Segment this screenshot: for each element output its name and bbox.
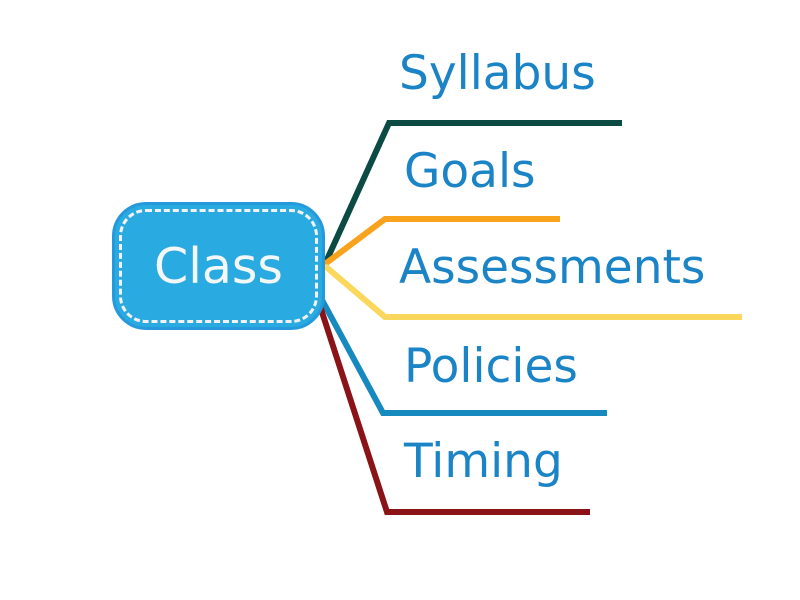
root-node-class[interactable]: Class	[112, 202, 325, 330]
branch-line-policies[interactable]	[319, 298, 607, 416]
branch-line-syllabus[interactable]	[322, 120, 622, 266]
root-node-label: Class	[154, 237, 283, 295]
branch-label-syllabus[interactable]: Syllabus	[399, 46, 596, 101]
branch-label-assessments[interactable]: Assessments	[399, 240, 706, 295]
branch-label-policies[interactable]: Policies	[404, 339, 578, 394]
branch-line-assessments[interactable]	[323, 263, 742, 320]
branch-label-goals[interactable]: Goals	[404, 144, 536, 199]
branch-label-timing[interactable]: Timing	[404, 434, 563, 489]
root-node-border	[112, 202, 325, 330]
branch-line-goals[interactable]	[323, 216, 560, 267]
branch-line-timing[interactable]	[317, 305, 590, 515]
root-node-dashed-border	[119, 209, 318, 323]
